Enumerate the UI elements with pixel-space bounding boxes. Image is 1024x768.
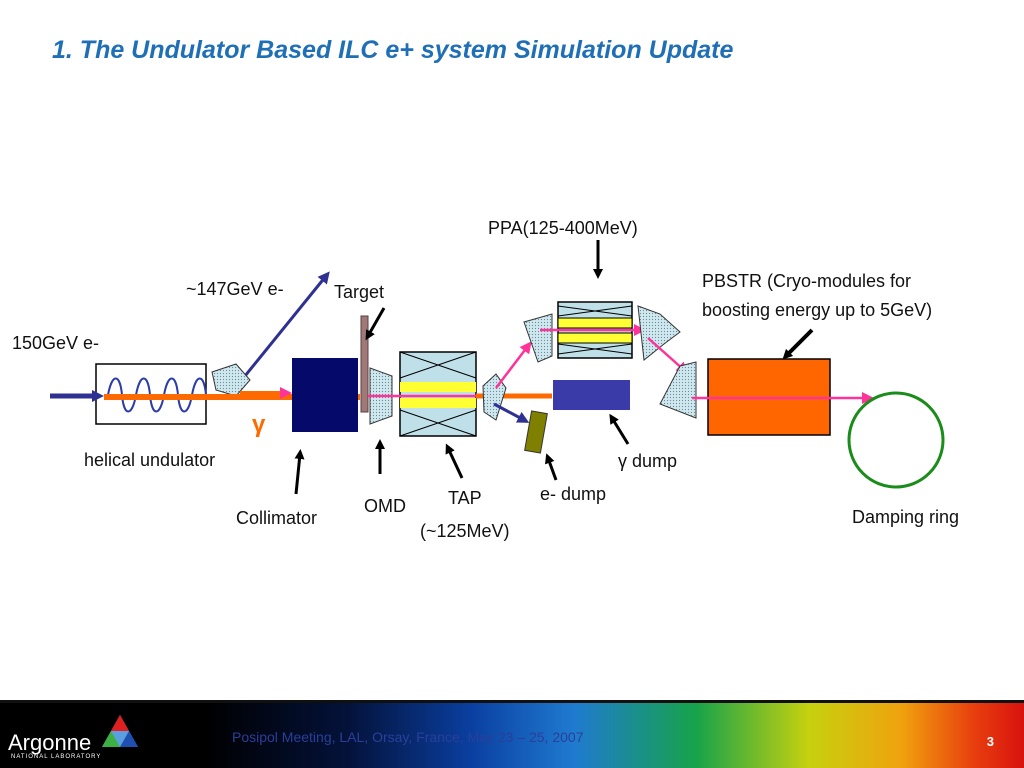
target-pointer-arrow (365, 307, 386, 341)
footer-meeting-text: Posipol Meeting, LAL, Orsay, France, May… (232, 729, 584, 745)
damping-ring (847, 391, 945, 489)
label-omd: OMD (364, 496, 406, 516)
label-150gev: 150GeV e- (12, 333, 99, 353)
target-plate (360, 315, 369, 413)
label-tap: TAP (448, 488, 482, 508)
label-pbstr-line2: boosting energy up to 5GeV) (702, 300, 932, 320)
collimator-block (292, 358, 358, 432)
electron-dump-path (493, 402, 530, 423)
positron-to-pbstr (647, 337, 689, 374)
tap-pointer-arrow (445, 443, 464, 479)
pbstr-pointer-arrow (782, 328, 814, 360)
spent-electron-beam (230, 271, 330, 393)
label-target: Target (334, 282, 384, 302)
positron-to-ppa (495, 341, 532, 389)
label-damping-ring: Damping ring (852, 507, 959, 527)
gdump-pointer-arrow (609, 413, 630, 445)
separator-dipole-left (482, 373, 507, 421)
argonne-logo: Argonne NATIONAL LABORATORY (8, 713, 138, 763)
label-collimator: Collimator (236, 508, 317, 528)
label-gamma-dump: γ dump (618, 451, 677, 471)
argonne-triangle-icon (102, 715, 138, 747)
ppa-dipole-right (637, 305, 681, 361)
e-dump-block (524, 410, 548, 454)
label-pbstr-line1: PBSTR (Cryo-modules for (702, 271, 911, 291)
ilc-positron-system-diagram: 150GeV e- ~147GeV e- Target PPA(125-400M… (12, 218, 959, 541)
slide-title: 1. The Undulator Based ILC e+ system Sim… (52, 36, 734, 64)
gamma-dump-block (553, 380, 630, 410)
collimator-pointer-arrow (294, 449, 305, 495)
ppa-dipole-left (523, 313, 553, 363)
pbstr-dipole (659, 361, 697, 419)
label-147gev: ~147GeV e- (186, 279, 284, 299)
page-number: 3 (986, 734, 994, 749)
label-gamma: γ (252, 411, 266, 438)
label-helical-undulator: helical undulator (84, 450, 215, 470)
label-e-dump: e- dump (540, 484, 606, 504)
footer-bar: Argonne NATIONAL LABORATORY Posipol Meet… (0, 700, 1024, 768)
logo-word: Argonne (8, 730, 92, 755)
tap-structure (399, 351, 477, 437)
label-ppa: PPA(125-400MeV) (488, 218, 638, 238)
logo-subtitle: NATIONAL LABORATORY (11, 754, 102, 760)
label-tap-energy: (~125MeV) (420, 521, 510, 541)
bend-dipole (211, 363, 251, 397)
edump-pointer-arrow (545, 453, 558, 481)
